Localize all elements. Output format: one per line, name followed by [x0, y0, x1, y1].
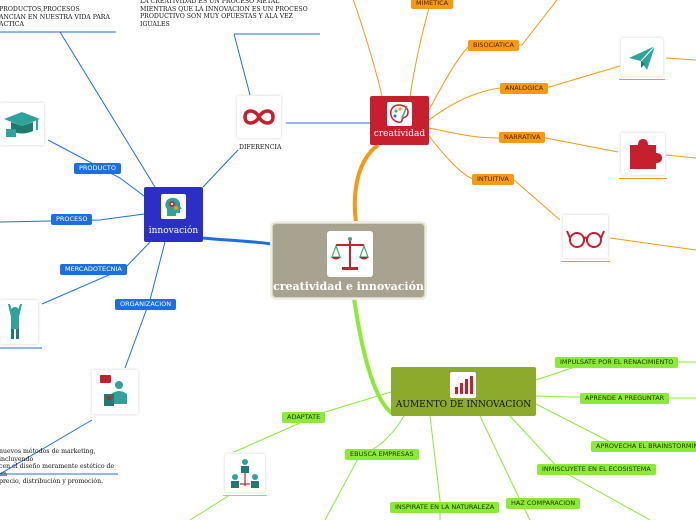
branch-aprovecha-brainstorming[interactable]: APROVECHA EL BRAINSTORMING: [591, 441, 696, 452]
diferencia-note-text: LA CREATIVIDAD ES UN PROCESO METAL MIENT…: [140, 0, 308, 28]
puzzle-piece-icon: [630, 139, 662, 169]
branch-bisociatica[interactable]: BISOCIATICA: [468, 40, 519, 51]
presenter-icon: [100, 375, 127, 406]
branch-inspirate-naturaleza[interactable]: INSPIRATE EN LA NATURALEZA: [390, 502, 500, 513]
branch-impulsate-renacimiento[interactable]: IMPULSATE POR EL RENACIMIENTO: [555, 357, 679, 368]
branch-organizacion[interactable]: ORGANIZACION: [115, 299, 177, 310]
team-node[interactable]: [223, 454, 267, 496]
branch-inmiscuyete-ecosistema[interactable]: INMISCUYETE EN EL ECOSISTEMA: [537, 464, 656, 475]
graduation-cap-icon: [4, 112, 40, 137]
producto-note-text: PRODUCTOS,PROCESOS ANCIAN EN NUESTRA VID…: [0, 6, 110, 29]
palette-icon: [387, 102, 412, 126]
diferencia-note: LA CREATIVIDAD ES UN PROCESO METAL MIENT…: [140, 0, 320, 28]
link-central-creatividad: [352, 143, 380, 224]
innovacion-label: innovación: [148, 226, 199, 236]
diferencia-label: DIFERENCIA: [239, 144, 282, 151]
branch-ebusca-empresas[interactable]: EBUSCA EMPRESAS: [345, 449, 419, 460]
aumento-label: AUMENTO DE INNOVACION: [395, 400, 532, 410]
branch-narrativa[interactable]: NARRATIVA: [499, 132, 546, 143]
branch-proceso[interactable]: PROCESO: [51, 214, 93, 225]
bar-chart-icon: [450, 372, 476, 398]
link-central-innovacion: [202, 236, 273, 246]
innovacion-node[interactable]: innovación: [144, 187, 203, 242]
branch-adaptate[interactable]: ADAPTATE: [282, 412, 326, 423]
link-central-aumento: [352, 297, 395, 416]
glasses-node[interactable]: [561, 215, 610, 262]
central-topic-node[interactable]: creatividad e innovación: [272, 223, 425, 298]
team-icon: [231, 459, 259, 488]
head-gears-icon: [161, 194, 186, 219]
branch-mimetica[interactable]: MIMETICA: [411, 0, 454, 9]
producto-note: PRODUCTOS,PROCESOS ANCIAN EN NUESTRA VID…: [0, 6, 116, 29]
organizacion-note-text: nuevos métodos de marketing, incluyendo …: [0, 448, 115, 486]
person-cheering-icon: [8, 304, 22, 339]
branch-producto[interactable]: PRODUCTO: [74, 163, 121, 174]
paper-plane-node[interactable]: [619, 38, 665, 80]
scales-icon: [327, 231, 373, 277]
infinity-icon: [243, 109, 275, 125]
paper-plane-icon: [629, 45, 656, 70]
creatividad-label: creatividad: [373, 129, 426, 139]
diferencia-node[interactable]: [237, 96, 281, 138]
glasses-icon: [566, 230, 605, 248]
presenter-node[interactable]: [92, 370, 138, 414]
organizacion-note: nuevos métodos de marketing, incluyendo …: [0, 448, 118, 486]
branch-aprende-preguntar[interactable]: APRENDE A PREGUNTAR: [580, 393, 670, 404]
aumento-node[interactable]: AUMENTO DE INNOVACION: [391, 367, 536, 416]
branch-mercadotecnia[interactable]: MERCADOTECNIA: [60, 264, 127, 275]
central-topic-label: creatividad e innovación: [273, 280, 424, 293]
branch-haz-comparacion[interactable]: HAZ COMPARACION: [506, 498, 581, 509]
creatividad-node[interactable]: creatividad: [370, 96, 429, 145]
branch-intuitiva[interactable]: INTUITIVA: [472, 174, 514, 185]
branch-analogica[interactable]: ANALOGICA: [500, 83, 549, 94]
puzzle-node[interactable]: [619, 133, 667, 179]
cheering-node[interactable]: [0, 300, 38, 344]
graduation-node[interactable]: [0, 103, 44, 145]
